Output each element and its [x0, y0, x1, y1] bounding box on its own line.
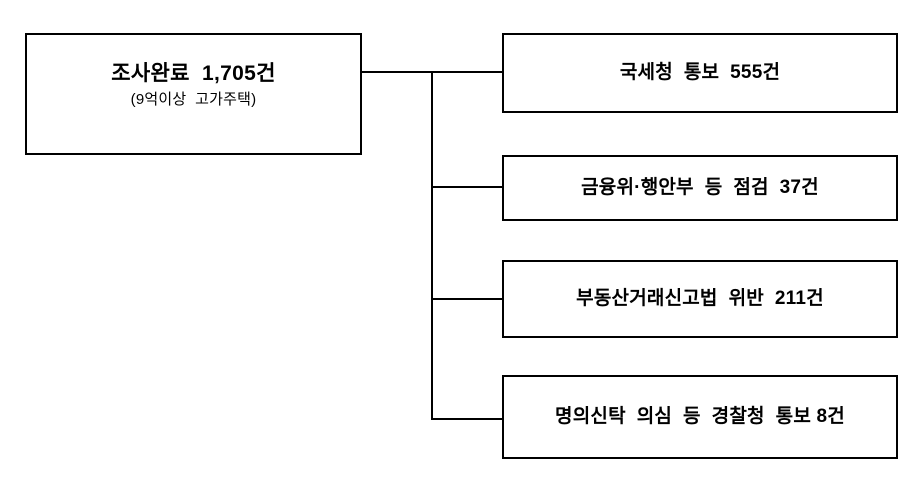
branch-node-4: 명의신탁 의심 등 경찰청 통보 8건 [502, 375, 898, 459]
connector-branch-1 [431, 71, 504, 73]
connector-branch-2 [431, 186, 504, 188]
branch-node-3: 부동산거래신고법 위반 211건 [502, 260, 898, 338]
connector-branch-3 [431, 298, 504, 300]
branch-node-2: 금융위·행안부 등 점검 37건 [502, 155, 898, 221]
branch-node-2-label: 금융위·행안부 등 점검 37건 [581, 177, 819, 199]
root-node-subtitle: (9억이상 고가주택) [130, 90, 257, 108]
branch-node-4-label: 명의신탁 의심 등 경찰청 통보 8건 [555, 406, 845, 428]
connector-root-stem [361, 71, 433, 73]
connector-vertical-trunk [431, 71, 433, 420]
branch-node-3-label: 부동산거래신고법 위반 211건 [576, 288, 824, 310]
root-node-title: 조사완료 1,705건 [111, 62, 276, 85]
root-node: 조사완료 1,705건 (9억이상 고가주택) [25, 33, 362, 155]
connector-branch-4 [431, 418, 504, 420]
branch-node-1-label: 국세청 통보 555건 [619, 62, 781, 84]
branch-node-1: 국세청 통보 555건 [502, 33, 898, 113]
